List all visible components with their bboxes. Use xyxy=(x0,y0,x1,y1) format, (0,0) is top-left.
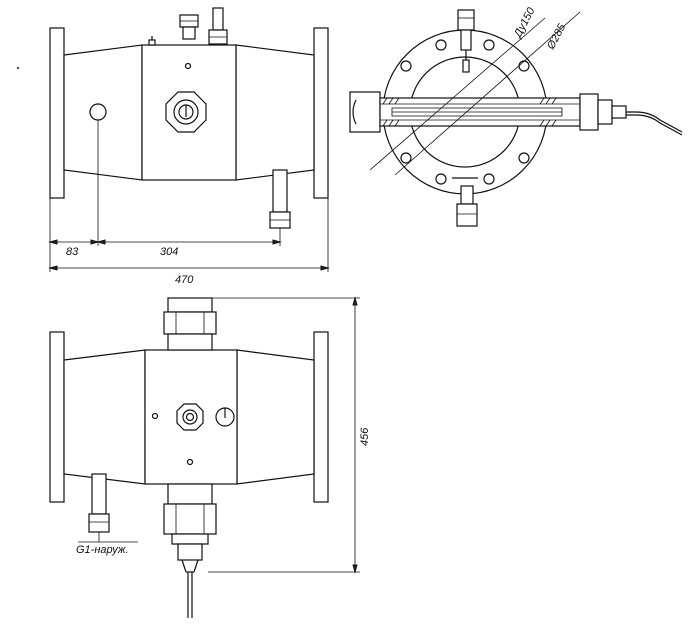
dim-du150: Ду150 xyxy=(511,5,538,41)
top-screw xyxy=(184,62,192,70)
dim-456: 456 xyxy=(359,427,371,446)
side-view-dimensions: 83 304 470 xyxy=(48,120,330,286)
dim-83: 83 xyxy=(66,246,79,258)
side-fitting-pipe xyxy=(212,7,224,31)
drain-pipe xyxy=(91,473,107,515)
cable-gland xyxy=(597,99,613,125)
d285-leader xyxy=(394,11,581,176)
dim-304: 304 xyxy=(160,246,178,258)
bottom-drain-pipe xyxy=(272,169,288,213)
right-housing xyxy=(579,93,599,131)
side-view xyxy=(49,7,329,229)
top-view: G1-наруж. xyxy=(49,297,329,618)
bottom-right-taper xyxy=(236,349,315,485)
left-housing xyxy=(349,91,381,133)
top-fitting-neck xyxy=(182,26,196,40)
bottom-left-taper xyxy=(63,349,146,485)
bottom-coupling-nut xyxy=(163,503,217,535)
left-body-taper xyxy=(63,44,143,181)
bottom-right-flange xyxy=(313,331,329,503)
hatching xyxy=(382,97,557,127)
dim-470: 470 xyxy=(175,274,194,286)
left-flange xyxy=(49,27,65,199)
thread-label: G1-наруж. xyxy=(76,544,129,556)
section-view: Ду150 Ø285 xyxy=(349,5,683,227)
right-body-taper xyxy=(235,44,315,181)
cable xyxy=(626,111,683,133)
right-flange xyxy=(313,27,329,199)
nut-ring xyxy=(173,99,199,125)
du150-leader xyxy=(369,17,546,171)
bottom-fitting xyxy=(460,185,474,205)
drain-nut xyxy=(88,513,110,533)
height-dimension: 456 xyxy=(208,296,371,574)
bottom-left-flange xyxy=(49,331,65,503)
dim-d285: Ø285 xyxy=(545,21,569,52)
top-coupling-nut xyxy=(163,311,217,335)
bottom-octagon-nut xyxy=(176,403,204,431)
top-fitting xyxy=(457,9,475,31)
top-coupling-head xyxy=(167,297,213,313)
